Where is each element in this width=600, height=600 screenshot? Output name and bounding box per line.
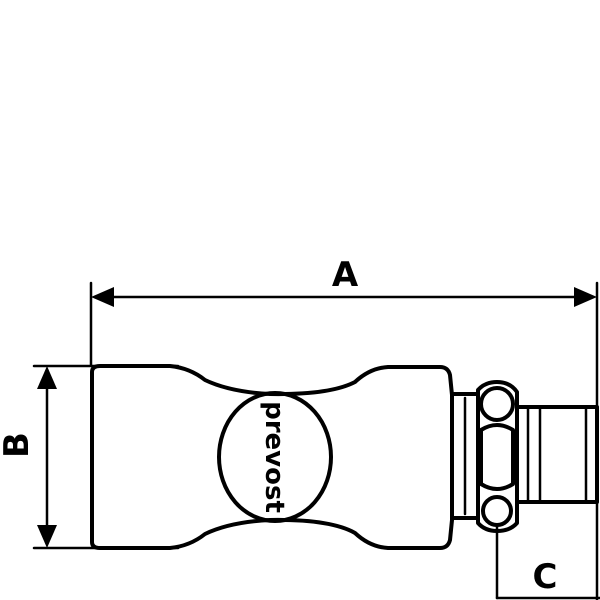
- dimension-b-label: B: [0, 432, 37, 458]
- logo-circle: [217, 391, 333, 523]
- dimension-a-arrow-left: [91, 287, 114, 307]
- dimension-c-label: C: [533, 557, 558, 597]
- dimension-a-label: A: [332, 255, 359, 295]
- dimension-c: C: [495, 523, 600, 600]
- dimension-b-arrow-bottom: [37, 525, 57, 548]
- collar: [450, 392, 480, 520]
- dimension-a-arrow-right: [574, 287, 597, 307]
- hex-nut: [476, 380, 519, 533]
- hex-nut-middle-facet: [479, 423, 515, 491]
- coupler-sleeve: [90, 364, 454, 550]
- coupler-body: prevost: [90, 364, 454, 550]
- dimension-a: A: [89, 255, 599, 600]
- thread-body: [515, 405, 599, 504]
- dimension-b: B: [0, 364, 180, 550]
- dimension-b-arrow-top: [37, 366, 57, 389]
- hex-nut-outline: [476, 380, 519, 533]
- logo-text: prevost: [259, 401, 289, 513]
- threaded-end: [515, 405, 599, 504]
- hex-nut-top-facet: [479, 386, 515, 422]
- hex-nut-bottom-facet: [481, 495, 513, 527]
